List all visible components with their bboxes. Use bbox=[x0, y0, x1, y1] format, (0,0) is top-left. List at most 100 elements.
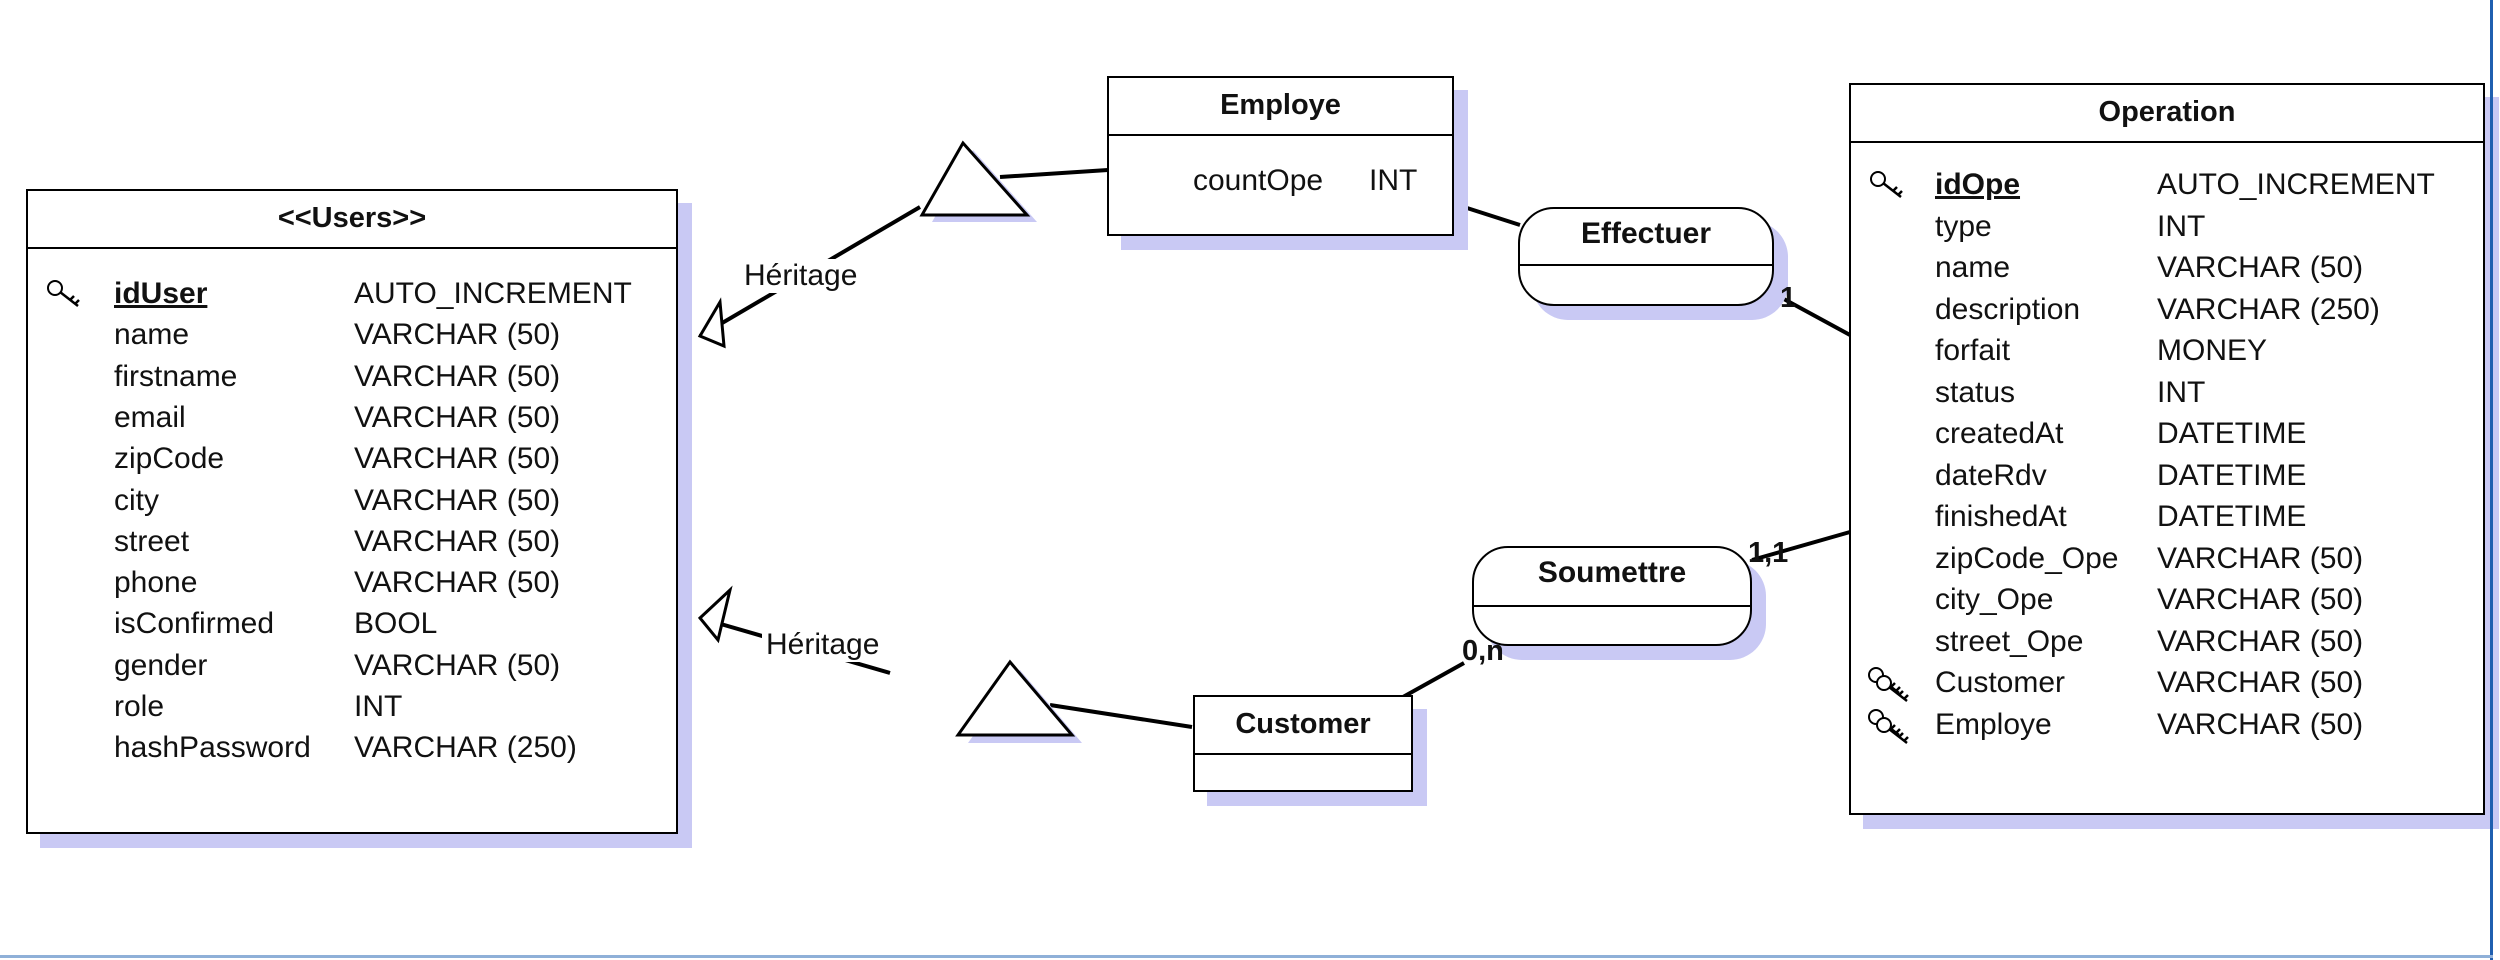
attribute-type: INT bbox=[2157, 375, 2206, 409]
foreign-key-icon bbox=[1865, 666, 1915, 702]
entity-customer[interactable]: Customer bbox=[1193, 695, 1413, 792]
attribute-type: BOOL bbox=[354, 607, 438, 641]
entity-users-title: <<Users>> bbox=[28, 191, 676, 249]
attribute-name: firstname bbox=[114, 359, 238, 393]
attribute-name: description bbox=[1935, 292, 2081, 326]
attribute-name: Customer bbox=[1935, 666, 2066, 699]
attribute-name: email bbox=[114, 400, 186, 434]
attribute-name: status bbox=[1935, 375, 2016, 409]
attribute-type: DATETIME bbox=[2157, 417, 2307, 450]
attribute-name: idOpe bbox=[1935, 168, 2021, 201]
inheritance-triangle-top bbox=[919, 140, 1031, 217]
attribute-row: name VARCHAR (50) bbox=[1851, 247, 2483, 291]
attribute-name: city bbox=[114, 483, 159, 517]
link-effectuer-operation bbox=[1781, 296, 1851, 337]
attribute-row: countOpe INT bbox=[1109, 160, 1452, 204]
attribute-type: VARCHAR (250) bbox=[2157, 292, 2380, 326]
heritage-label-top: Héritage bbox=[740, 259, 862, 293]
primary-key-icon bbox=[42, 277, 92, 313]
foreign-key-icon bbox=[1865, 708, 1915, 744]
attribute-name: street bbox=[114, 524, 190, 558]
window-frame-right bbox=[2490, 0, 2493, 960]
attribute-type: VARCHAR (50) bbox=[354, 648, 561, 682]
attribute-row: role INT bbox=[28, 686, 676, 730]
attribute-type: VARCHAR (50) bbox=[2157, 666, 2364, 699]
entity-employe[interactable]: Employe countOpe INT bbox=[1107, 76, 1454, 236]
attribute-type: AUTO_INCREMENT bbox=[2157, 168, 2435, 201]
inheritance-triangle-bottom bbox=[955, 659, 1076, 737]
attribute-type: VARCHAR (50) bbox=[354, 442, 561, 476]
attribute-type: VARCHAR (50) bbox=[2157, 624, 2364, 658]
attribute-row: description VARCHAR (250) bbox=[1851, 289, 2483, 333]
inheritance-line-employe-entity bbox=[999, 168, 1109, 179]
attribute-type: DATETIME bbox=[2157, 458, 2307, 492]
entity-customer-title: Customer bbox=[1195, 697, 1411, 755]
attribute-type: VARCHAR (50) bbox=[354, 566, 561, 600]
association-effectuer[interactable]: Effectuer bbox=[1518, 207, 1774, 306]
window-frame-bottom bbox=[0, 955, 2493, 958]
attribute-type: INT bbox=[354, 690, 403, 723]
attribute-type: VARCHAR (50) bbox=[354, 524, 561, 558]
attribute-row: firstname VARCHAR (50) bbox=[28, 356, 676, 400]
attribute-row: street VARCHAR (50) bbox=[28, 521, 676, 565]
attribute-type: VARCHAR (50) bbox=[354, 359, 561, 393]
attribute-name: createdAt bbox=[1935, 417, 2064, 450]
attribute-row: finishedAt DATETIME bbox=[1851, 496, 2483, 540]
attribute-type: DATETIME bbox=[2157, 500, 2307, 533]
attribute-name: city_Ope bbox=[1935, 583, 2054, 616]
attribute-name: role bbox=[114, 690, 165, 723]
attribute-name: type bbox=[1935, 209, 1992, 243]
attribute-row: Customer VARCHAR (50) bbox=[1851, 662, 2483, 706]
association-effectuer-divider bbox=[1520, 264, 1772, 266]
association-soumettre-label: Soumettre bbox=[1537, 556, 1687, 589]
attribute-name: countOpe bbox=[1193, 164, 1324, 197]
attribute-name: idUser bbox=[114, 277, 208, 310]
attribute-name: name bbox=[114, 318, 190, 352]
cardinality-soumettre-customer: 0,n bbox=[1462, 635, 1504, 667]
attribute-name: street_Ope bbox=[1935, 624, 2084, 658]
heritage-label-bottom: Héritage bbox=[762, 628, 884, 662]
inheritance-line-customer-entity bbox=[1049, 703, 1193, 729]
attribute-row: street_Ope VARCHAR (50) bbox=[1851, 621, 2483, 665]
attribute-row: createdAt DATETIME bbox=[1851, 413, 2483, 457]
entity-operation-title: Operation bbox=[1851, 85, 2483, 143]
inheritance-arrowhead-top bbox=[697, 297, 726, 349]
link-soumettre-operation bbox=[1751, 530, 1851, 562]
attribute-name: name bbox=[1935, 251, 2011, 284]
attribute-type: VARCHAR (50) bbox=[2157, 541, 2364, 575]
attribute-type: VARCHAR (50) bbox=[2157, 251, 2364, 284]
attribute-row: status INT bbox=[1851, 372, 2483, 416]
entity-employe-title: Employe bbox=[1109, 78, 1452, 136]
link-employe-effectuer bbox=[1466, 206, 1521, 227]
attribute-row: city_Ope VARCHAR (50) bbox=[1851, 579, 2483, 623]
attribute-type: VARCHAR (50) bbox=[354, 400, 561, 434]
attribute-row: idOpe AUTO_INCREMENT bbox=[1851, 164, 2483, 208]
attribute-name: isConfirmed bbox=[114, 607, 275, 641]
attribute-name: hashPassword bbox=[114, 731, 311, 765]
primary-key-icon bbox=[1865, 168, 1915, 204]
attribute-type: VARCHAR (50) bbox=[354, 318, 561, 352]
attribute-type: VARCHAR (50) bbox=[2157, 583, 2364, 616]
attribute-type: VARCHAR (50) bbox=[354, 483, 561, 517]
attribute-row: email VARCHAR (50) bbox=[28, 397, 676, 441]
attribute-type: INT bbox=[1369, 164, 1418, 197]
association-effectuer-label: Effectuer bbox=[1580, 217, 1712, 250]
attribute-type: VARCHAR (50) bbox=[2157, 707, 2364, 741]
attribute-row: city VARCHAR (50) bbox=[28, 480, 676, 524]
attribute-type: VARCHAR (250) bbox=[354, 731, 577, 765]
association-soumettre[interactable]: Soumettre bbox=[1472, 546, 1752, 646]
attribute-type: MONEY bbox=[2157, 334, 2268, 367]
attribute-name: forfait bbox=[1935, 334, 2011, 367]
attribute-name: finishedAt bbox=[1935, 500, 2067, 533]
cardinality-effectuer-operation: 1 bbox=[1780, 282, 1797, 314]
